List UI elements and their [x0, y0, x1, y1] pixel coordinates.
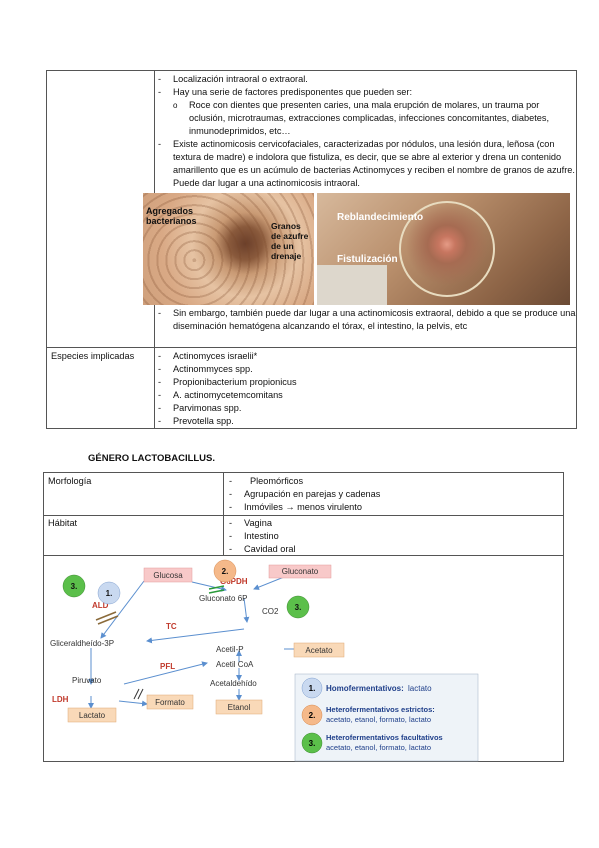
- column-divider: [223, 473, 224, 555]
- gluconato-box: [268, 564, 332, 579]
- fermentation-diagram: Glucosa Gluconato Acetato Formato Lactat…: [50, 559, 479, 762]
- row2-header: Especies implicadas: [51, 351, 135, 361]
- morfologia-header: Morfología: [48, 476, 92, 486]
- list-item: Agrupación en parejas y cadenas: [226, 488, 556, 501]
- habitat-content: Vagina Intestino Cavidad oral: [226, 517, 556, 556]
- etanol-box: [215, 699, 263, 715]
- legend: 1. Homofermentativos: lactato 2. Heterof…: [294, 673, 479, 762]
- acetato-label: Acetato: [305, 646, 333, 655]
- legend-badge-3: 3.: [309, 739, 316, 748]
- formato-label: Formato: [155, 698, 185, 707]
- formato-box: [146, 694, 194, 710]
- acetaldehido-label: Acetaldehído: [210, 679, 257, 688]
- legend2-title: Heterofermentativos estrictos:: [326, 705, 435, 714]
- agregados-label: Agregados bacterianos: [146, 206, 197, 226]
- lactato-label: Lactato: [79, 711, 106, 720]
- list-item: Vagina: [226, 517, 556, 530]
- row-divider: [47, 347, 576, 348]
- ald-label: ALD: [92, 601, 109, 610]
- lactato-box: [67, 707, 117, 723]
- habitat-header: Hábitat: [48, 518, 78, 528]
- row1-content: Localización intraoral o extraoral. Hay …: [155, 73, 577, 190]
- glucosa-label: Glucosa: [153, 571, 183, 580]
- acetilcoa-label: Acetil CoA: [216, 660, 254, 669]
- list-item: Parvimonas spp.: [155, 402, 575, 415]
- gliceraldehido-label: Gliceraldheído-3P: [50, 639, 114, 648]
- tc-label: TC: [166, 622, 177, 631]
- list-item: Inmóviles → menos virulento: [226, 501, 556, 514]
- granos-azufre-photo: Agregados bacterianos Granos de azufre d…: [143, 193, 314, 305]
- pathway-arrows: [88, 570, 330, 709]
- granos-label: Granos de azufre de un drenaje: [271, 221, 309, 261]
- acetilp-label: Acetil-P: [216, 645, 244, 654]
- list-item: Actinommyces spp.: [155, 363, 575, 376]
- section-title: GÉNERO LACTOBACILLUS.: [88, 453, 216, 464]
- legend2-text: acetato, etanol, formato, lactato: [326, 715, 431, 724]
- lesion-circle: [399, 201, 495, 297]
- reblandecimiento-label: Reblandecimiento: [337, 212, 424, 223]
- co2-label: CO2: [262, 607, 279, 616]
- glucosa-box: [143, 567, 193, 583]
- fistulizacion-photo: Reblandecimiento Fistulización: [317, 193, 570, 305]
- list-item: Propionibacterium propionicus: [155, 376, 575, 389]
- morfologia-content: Pleomórficos Agrupación en parejas y cad…: [226, 475, 556, 514]
- etanol-label: Etanol: [228, 703, 251, 712]
- shirt-area: [317, 265, 387, 305]
- pfl-label: PFL: [160, 662, 175, 671]
- gluconato-label: Gluconato: [282, 567, 319, 576]
- fistulizacion-label: Fistulización: [337, 254, 398, 265]
- g6pdh-label: G6PDH: [220, 577, 248, 586]
- row-divider: [44, 515, 563, 516]
- row2-content: Actinomyces israelii* Actinommyces spp. …: [155, 350, 575, 428]
- list-item: A. actinomycetemcomitans: [155, 389, 575, 402]
- sub-list-item: Roce con dientes que presenten caries, u…: [155, 99, 577, 138]
- legend3-title: Heterofermentativos facultativos: [326, 733, 443, 742]
- legend-badge-2: 2.: [309, 711, 316, 720]
- lactobacillus-table: Morfología Pleomórficos Agrupación en pa…: [43, 472, 564, 762]
- badge-3b: [286, 595, 310, 619]
- legend3-text: acetato, etanol, formato, lactato: [326, 743, 431, 752]
- badge-3b-label: 3.: [295, 603, 302, 612]
- legend1-title: Homofermentativos:: [326, 684, 404, 693]
- piruvato-label: Piruvato: [72, 676, 102, 685]
- ldh-label: LDH: [52, 695, 69, 704]
- legend1-text: lactato: [408, 684, 432, 693]
- list-item: Intestino: [226, 530, 556, 543]
- badge-2-label: 2.: [222, 567, 229, 576]
- badge-1-label: 1.: [106, 589, 113, 598]
- inhibition-marks: [95, 585, 225, 700]
- list-item: Existe actinomicosis cervicofaciales, ca…: [155, 138, 577, 190]
- list-item: Sin embargo, también puede dar lugar a u…: [155, 307, 577, 333]
- list-item: Prevotella spp.: [155, 415, 575, 428]
- list-item: Cavidad oral: [226, 543, 556, 556]
- badge-2: [213, 559, 237, 583]
- badge-3: [62, 574, 86, 598]
- row1-content-bottom: Sin embargo, también puede dar lugar a u…: [155, 307, 577, 333]
- acetato-box: [293, 642, 345, 658]
- list-item: Localización intraoral o extraoral.: [155, 73, 577, 86]
- badge-3-label: 3.: [71, 582, 78, 591]
- badge-1: [97, 581, 121, 605]
- list-item: Actinomyces israelii*: [155, 350, 575, 363]
- list-item: Pleomórficos: [226, 475, 556, 488]
- list-item-text: Pleomórficos: [250, 476, 304, 486]
- list-item: Hay una serie de factores predisponentes…: [155, 86, 577, 99]
- gluconato6p-label: Gluconato 6P: [199, 594, 247, 603]
- actinomyces-table: Localización intraoral o extraoral. Hay …: [46, 70, 577, 429]
- legend-badge-1: 1.: [309, 684, 316, 693]
